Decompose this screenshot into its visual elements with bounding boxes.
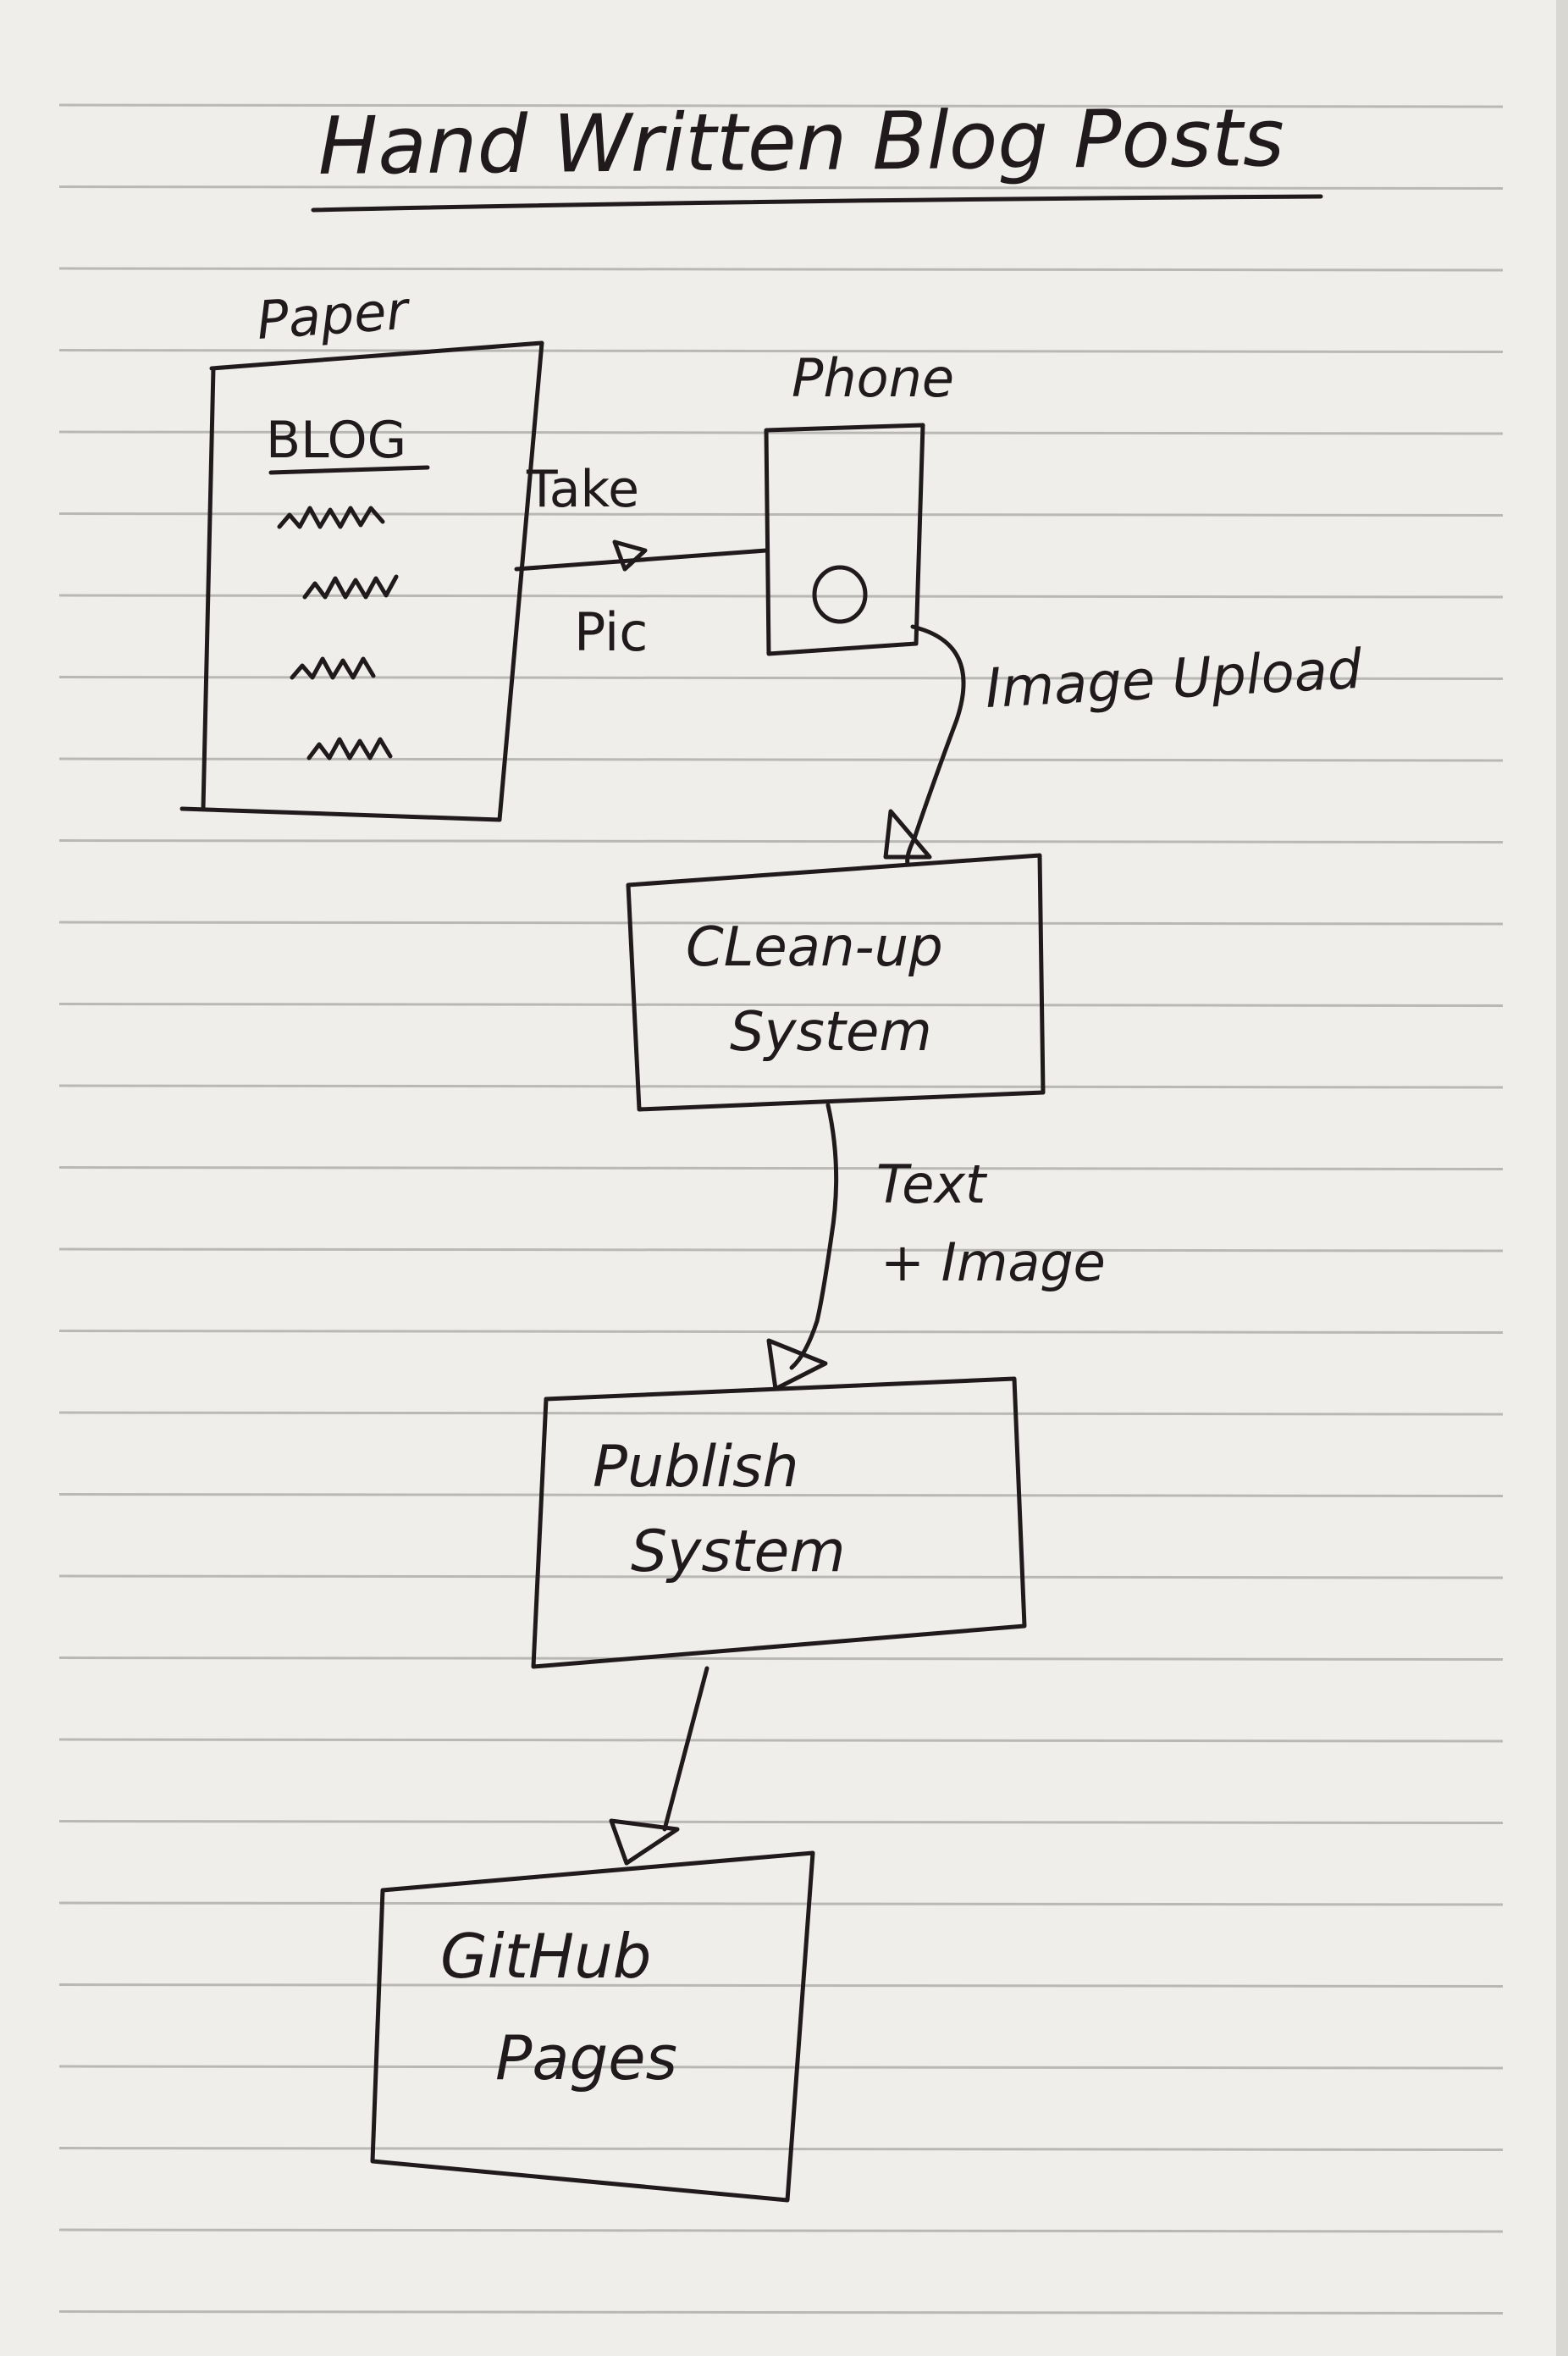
paper-blog-heading: BLOG — [266, 411, 406, 470]
image-upload-arrowhead — [883, 809, 932, 860]
phone-camera-icon — [812, 565, 868, 624]
ruled-line — [58, 512, 1504, 517]
ruled-line — [58, 267, 1504, 272]
take-pic-arrowhead — [612, 539, 648, 572]
text-image-label-line1: Text — [876, 1153, 988, 1215]
ruled-line — [58, 1901, 1504, 1906]
ruled-line — [58, 1493, 1504, 1497]
ruled-line — [58, 1983, 1504, 1988]
text-image-arrow — [789, 1103, 839, 1370]
diagram-title: Hand Written Blog Posts — [317, 92, 1284, 193]
github-label-line1: GitHub — [440, 1921, 652, 1992]
ruled-line — [58, 103, 1504, 108]
cleanup-box — [626, 853, 1046, 1112]
cleanup-label-line1: CLean-up — [686, 916, 943, 979]
scribble-line — [302, 574, 399, 600]
scribble-line — [290, 656, 376, 680]
image-upload-arrow — [905, 624, 966, 866]
ruled-line — [58, 594, 1504, 599]
ruled-lines — [58, 103, 1504, 2315]
ruled-line — [58, 349, 1504, 353]
ruled-line — [58, 921, 1504, 926]
paper-label: Paper — [255, 279, 413, 351]
ruled-line — [58, 1574, 1504, 1579]
paper-box — [179, 340, 544, 822]
phone-label: Phone — [792, 347, 954, 409]
text-image-label-line2: + Image — [881, 1231, 1106, 1293]
ruled-line — [58, 1166, 1504, 1170]
ruled-line — [58, 1656, 1504, 1661]
take-pic-label-line2: Pic — [574, 601, 648, 663]
scribble-line — [277, 506, 385, 529]
phone-box — [764, 423, 925, 656]
ruled-line — [58, 2310, 1504, 2315]
ruled-line — [58, 1738, 1504, 1743]
ruled-line — [58, 2065, 1504, 2070]
ruled-line — [58, 2228, 1504, 2233]
ruled-line — [58, 1003, 1504, 1007]
take-pic-arrow — [514, 548, 769, 572]
page-edge-shadow — [1556, 0, 1568, 2356]
publish-github-arrow — [662, 1666, 709, 1832]
ruled-line — [58, 1820, 1504, 1824]
ruled-line — [58, 839, 1504, 843]
cleanup-label-line2: System — [730, 1001, 932, 1064]
ruled-line — [58, 430, 1504, 435]
scribble-line — [306, 737, 393, 760]
blog-underline — [268, 465, 430, 475]
publish-label-line1: Publish — [593, 1434, 799, 1501]
ruled-line — [58, 676, 1504, 680]
ruled-line — [58, 1411, 1504, 1416]
take-pic-label-line1: Take — [526, 460, 639, 519]
publish-box — [531, 1376, 1027, 1669]
text-image-arrowhead — [766, 1338, 828, 1391]
ruled-line — [58, 2147, 1504, 2151]
title-underline — [311, 194, 1323, 213]
github-label-line2: Pages — [495, 2022, 677, 2093]
ruled-line — [58, 185, 1504, 190]
ruled-line — [58, 757, 1504, 762]
ruled-line — [58, 1330, 1504, 1334]
ruled-line — [58, 1084, 1504, 1089]
publish-label-line2: System — [631, 1518, 846, 1585]
ruled-line — [58, 1247, 1504, 1253]
github-pages-box — [370, 1850, 815, 2203]
publish-github-arrowhead — [609, 1818, 680, 1866]
